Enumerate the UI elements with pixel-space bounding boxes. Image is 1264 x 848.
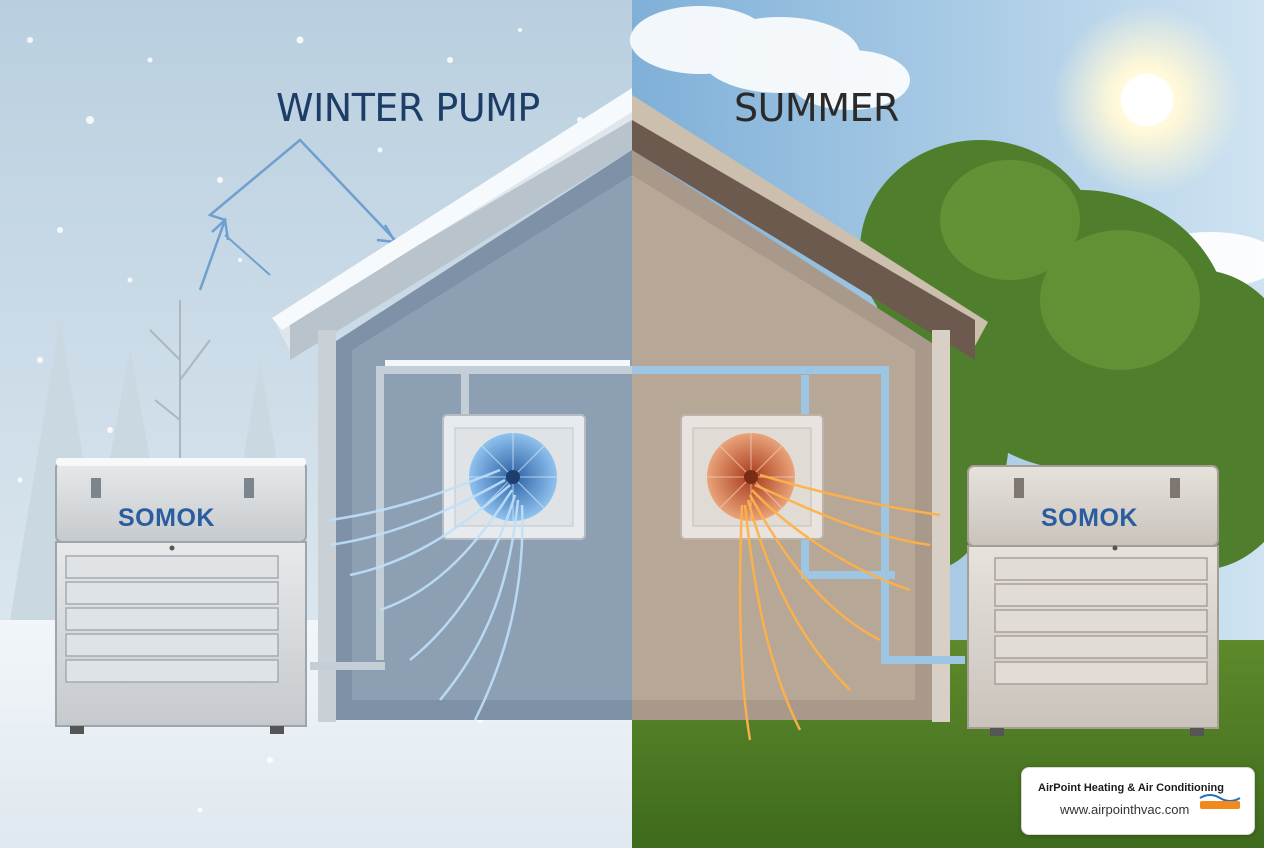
- winter-title: WINTER PUMP: [276, 86, 540, 130]
- unit-brand-right: SOMOK: [1041, 504, 1138, 532]
- unit-brand-left: SOMOK: [118, 504, 215, 532]
- company-logo-card: AirPoint Heating & Air Conditioning www.…: [1021, 767, 1255, 835]
- airpoint-logo-icon: [1199, 794, 1241, 809]
- company-name: AirPoint Heating & Air Conditioning: [1038, 782, 1224, 794]
- summer-title: SUMMER: [734, 86, 899, 130]
- outdoor-unit-left: [55, 458, 307, 734]
- company-url: www.airpointhvac.com: [1060, 802, 1190, 817]
- indoor-unit-summer: [680, 414, 824, 540]
- indoor-unit-winter: [442, 414, 586, 540]
- outdoor-unit-right: [967, 465, 1219, 736]
